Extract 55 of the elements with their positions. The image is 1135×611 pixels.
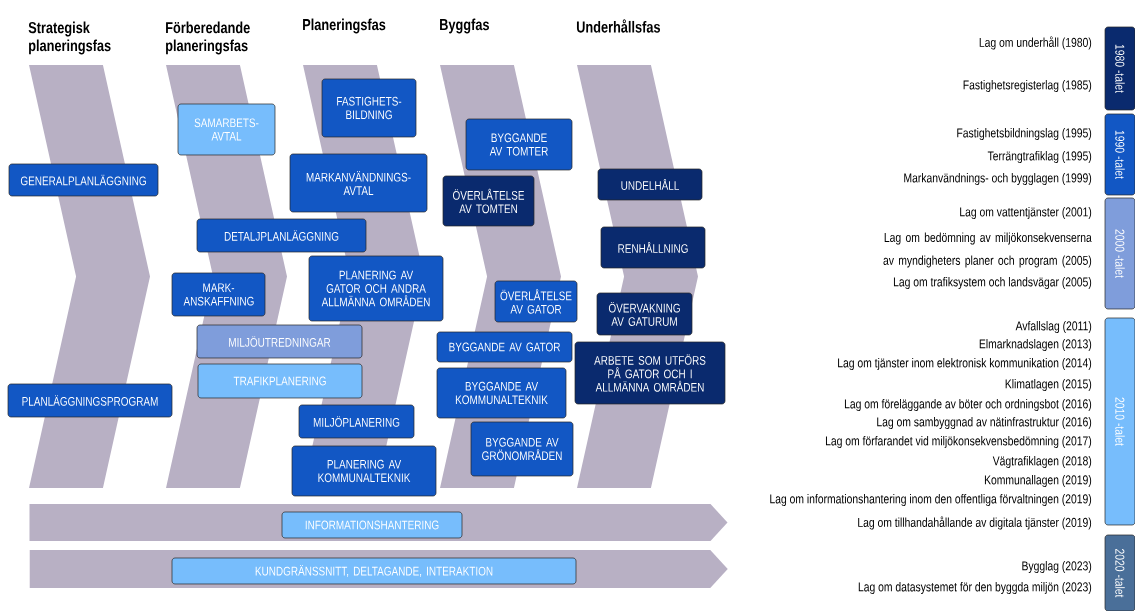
law-text: Lag om datasystemet för den byggda miljön (2023) [858, 581, 1092, 595]
decade-tab: 2010 -talet [1104, 317, 1135, 526]
law-text: Lag om sambyggnad av nätinfrastruktur (2016) [877, 416, 1092, 430]
decade-tab: 2020 -talet [1104, 534, 1135, 611]
process-box: TRAFIKPLANERING [197, 363, 363, 399]
decade-tab: 2000 -talet [1104, 197, 1135, 310]
process-box: UNDELHÅLL [597, 168, 703, 201]
law-text: Lag om tjänster inom elektronisk kommunikation (2014) [838, 357, 1092, 371]
process-box: ÖVERLÅTELSE AV TOMTEN [442, 175, 535, 227]
process-box: ARBETE SOM UTFÖRS PÅ GATOR OCH I ALLMÄNNA OMRÅDEN [574, 341, 726, 405]
process-box: ÖVERLÅTELSE AV GATOR [494, 280, 578, 323]
phase-heading: Förberedande planeringsfas [166, 21, 250, 55]
law-text: Terrängtrafiklag (1995) [987, 150, 1092, 164]
phase-heading: Strategisk planeringsfas [28, 21, 111, 55]
process-box: MARK-ANSKAFFNING [171, 272, 266, 317]
law-text: Lag om förfarandet vid miljökonsekvensbedömning (2017) [826, 435, 1092, 449]
process-box: BYGGANDE AV GATOR [436, 331, 573, 363]
law-text: Lag om föreläggande av böter och ordningsbot (2016) [844, 398, 1092, 412]
law-text: Vägtrafiklagen (2018) [992, 455, 1092, 469]
law-text: Kommunallagen (2019) [984, 474, 1092, 488]
process-box: PLANERING AV GATOR OCH ANDRA ALLMÄNNA OMRÅDEN [308, 255, 444, 322]
decade-tab: 1980 -talet [1104, 26, 1135, 111]
process-box: BYGGANDE AV TOMTER [465, 118, 573, 171]
law-text: Lag om bedömning av miljökonsekvenserna av myndigheters planer och program (2005) [883, 232, 1092, 268]
process-box: BYGGANDE AV KOMMUNALTEKNIK [436, 367, 567, 419]
process-box: PLANLÄGGNINGSPROGRAM [7, 383, 173, 418]
law-text: Lag om trafiksystem och landsvägar (2005) [893, 276, 1092, 290]
law-text: Lag om informationshantering inom den offentliga förvaltningen (2019) [770, 493, 1092, 507]
phase-heading: Underhållsfas [576, 19, 660, 33]
process-box: RENHÅLLNING [600, 226, 706, 269]
law-text: Bygglag (2023) [1022, 560, 1092, 574]
process-box: PLANERING AV KOMMUNALTEKNIK [291, 445, 437, 497]
process-box: ÖVERVAKNING AV GATURUM [596, 292, 693, 336]
process-box: MILJÖPLANERING [298, 404, 415, 439]
law-text: Avfallslag (2011) [1015, 320, 1092, 334]
law-text: Fastighetsregisterlag (1985) [963, 79, 1092, 93]
law-text: Elmarknadslagen (2013) [979, 338, 1092, 352]
process-box: INFORMATIONSHANTERING [281, 511, 463, 539]
process-box: SAMARBETS-AVTAL [177, 103, 276, 156]
process-box: MILJÖUTREDNINGAR [196, 324, 363, 359]
law-text: Markanvändnings- och bygglagen (1999) [904, 172, 1092, 186]
process-box: MARKANVÄNDNINGS-AVTAL [289, 153, 428, 213]
process-box: FASTIGHETS-BILDNING [321, 78, 417, 138]
law-text: Fastighetsbildningslag (1995) [957, 127, 1092, 141]
phase-heading: Planeringsfas [303, 18, 386, 34]
process-box: KUNDGRÄNSSNITT, DELTAGANDE, INTERAKTION [171, 557, 577, 585]
decade-tab: 1990 -talet [1104, 113, 1135, 196]
law-text: Lag om tillhandahållande av digitala tjänster (2019) [858, 516, 1092, 530]
phase-heading: Byggfas [440, 18, 489, 34]
process-box: DETALJPLANLÄGGNING [196, 218, 367, 253]
law-text: Lag om underhåll (1980) [979, 36, 1092, 50]
law-text: Klimatlagen (2015) [1005, 378, 1092, 392]
process-box: GENERALPLANLÄGGNING [8, 163, 159, 197]
law-text: Lag om vattentjänster (2001) [960, 206, 1092, 220]
process-box: BYGGANDE AV GRÖNOMRÅDEN [470, 421, 574, 477]
